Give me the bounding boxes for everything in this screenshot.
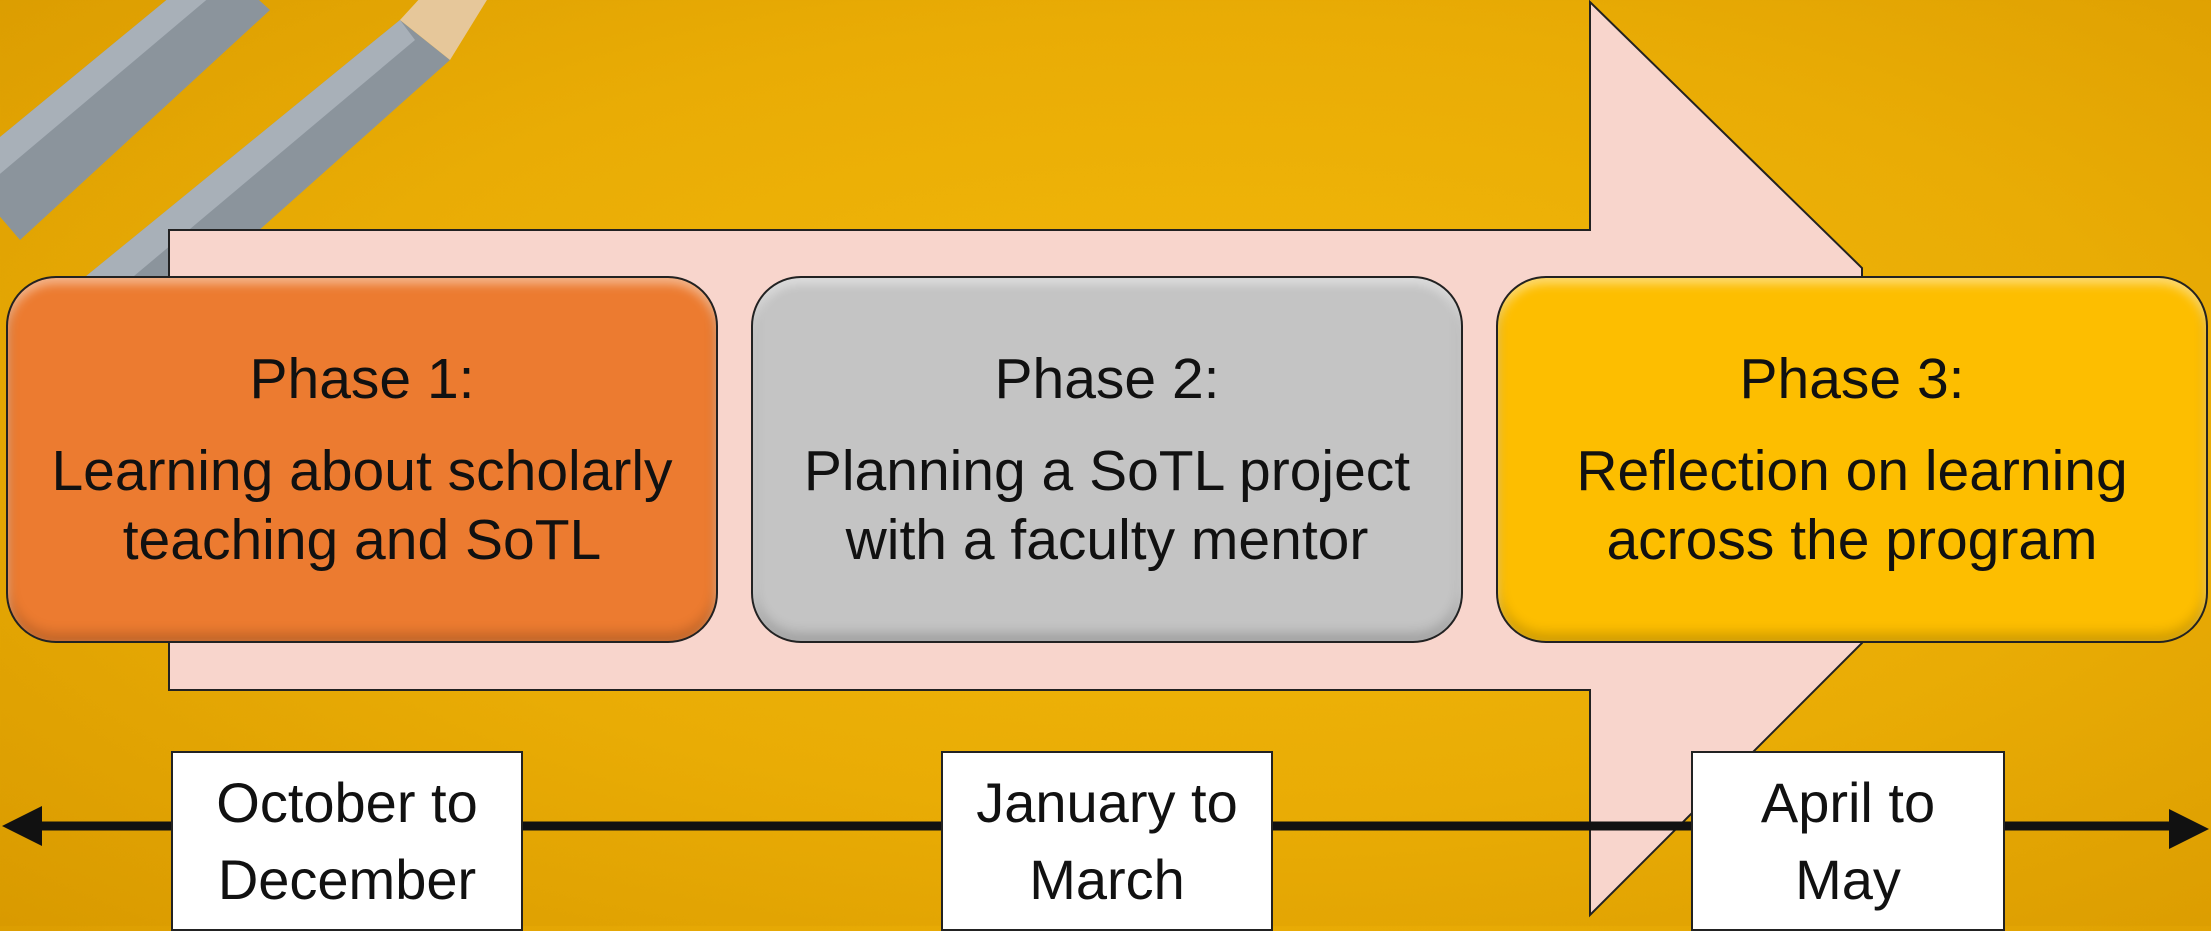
timeline-label-2: January to March [941,751,1273,931]
pencil-icon [0,0,270,240]
arrowhead-right-icon [2169,809,2209,849]
timeline-label-1: October to December [171,751,523,931]
phase-2-box: Phase 2: Planning a SoTL project with a … [751,276,1463,643]
phase-1-title: Phase 1: [249,346,475,411]
phase-1-description: Learning about scholarly teaching and So… [51,439,673,572]
phase-3-box: Phase 3: Reflection on learning across t… [1496,276,2208,643]
phase-3-title: Phase 3: [1739,346,1965,411]
phase-3-description: Reflection on learning across the progra… [1576,439,2128,572]
arrowhead-left-icon [2,806,42,846]
phase-1-box: Phase 1: Learning about scholarly teachi… [6,276,718,643]
phase-2-description: Planning a SoTL project with a faculty m… [803,439,1411,572]
phase-2-title: Phase 2: [994,346,1220,411]
timeline-label-3: April to May [1691,751,2005,931]
